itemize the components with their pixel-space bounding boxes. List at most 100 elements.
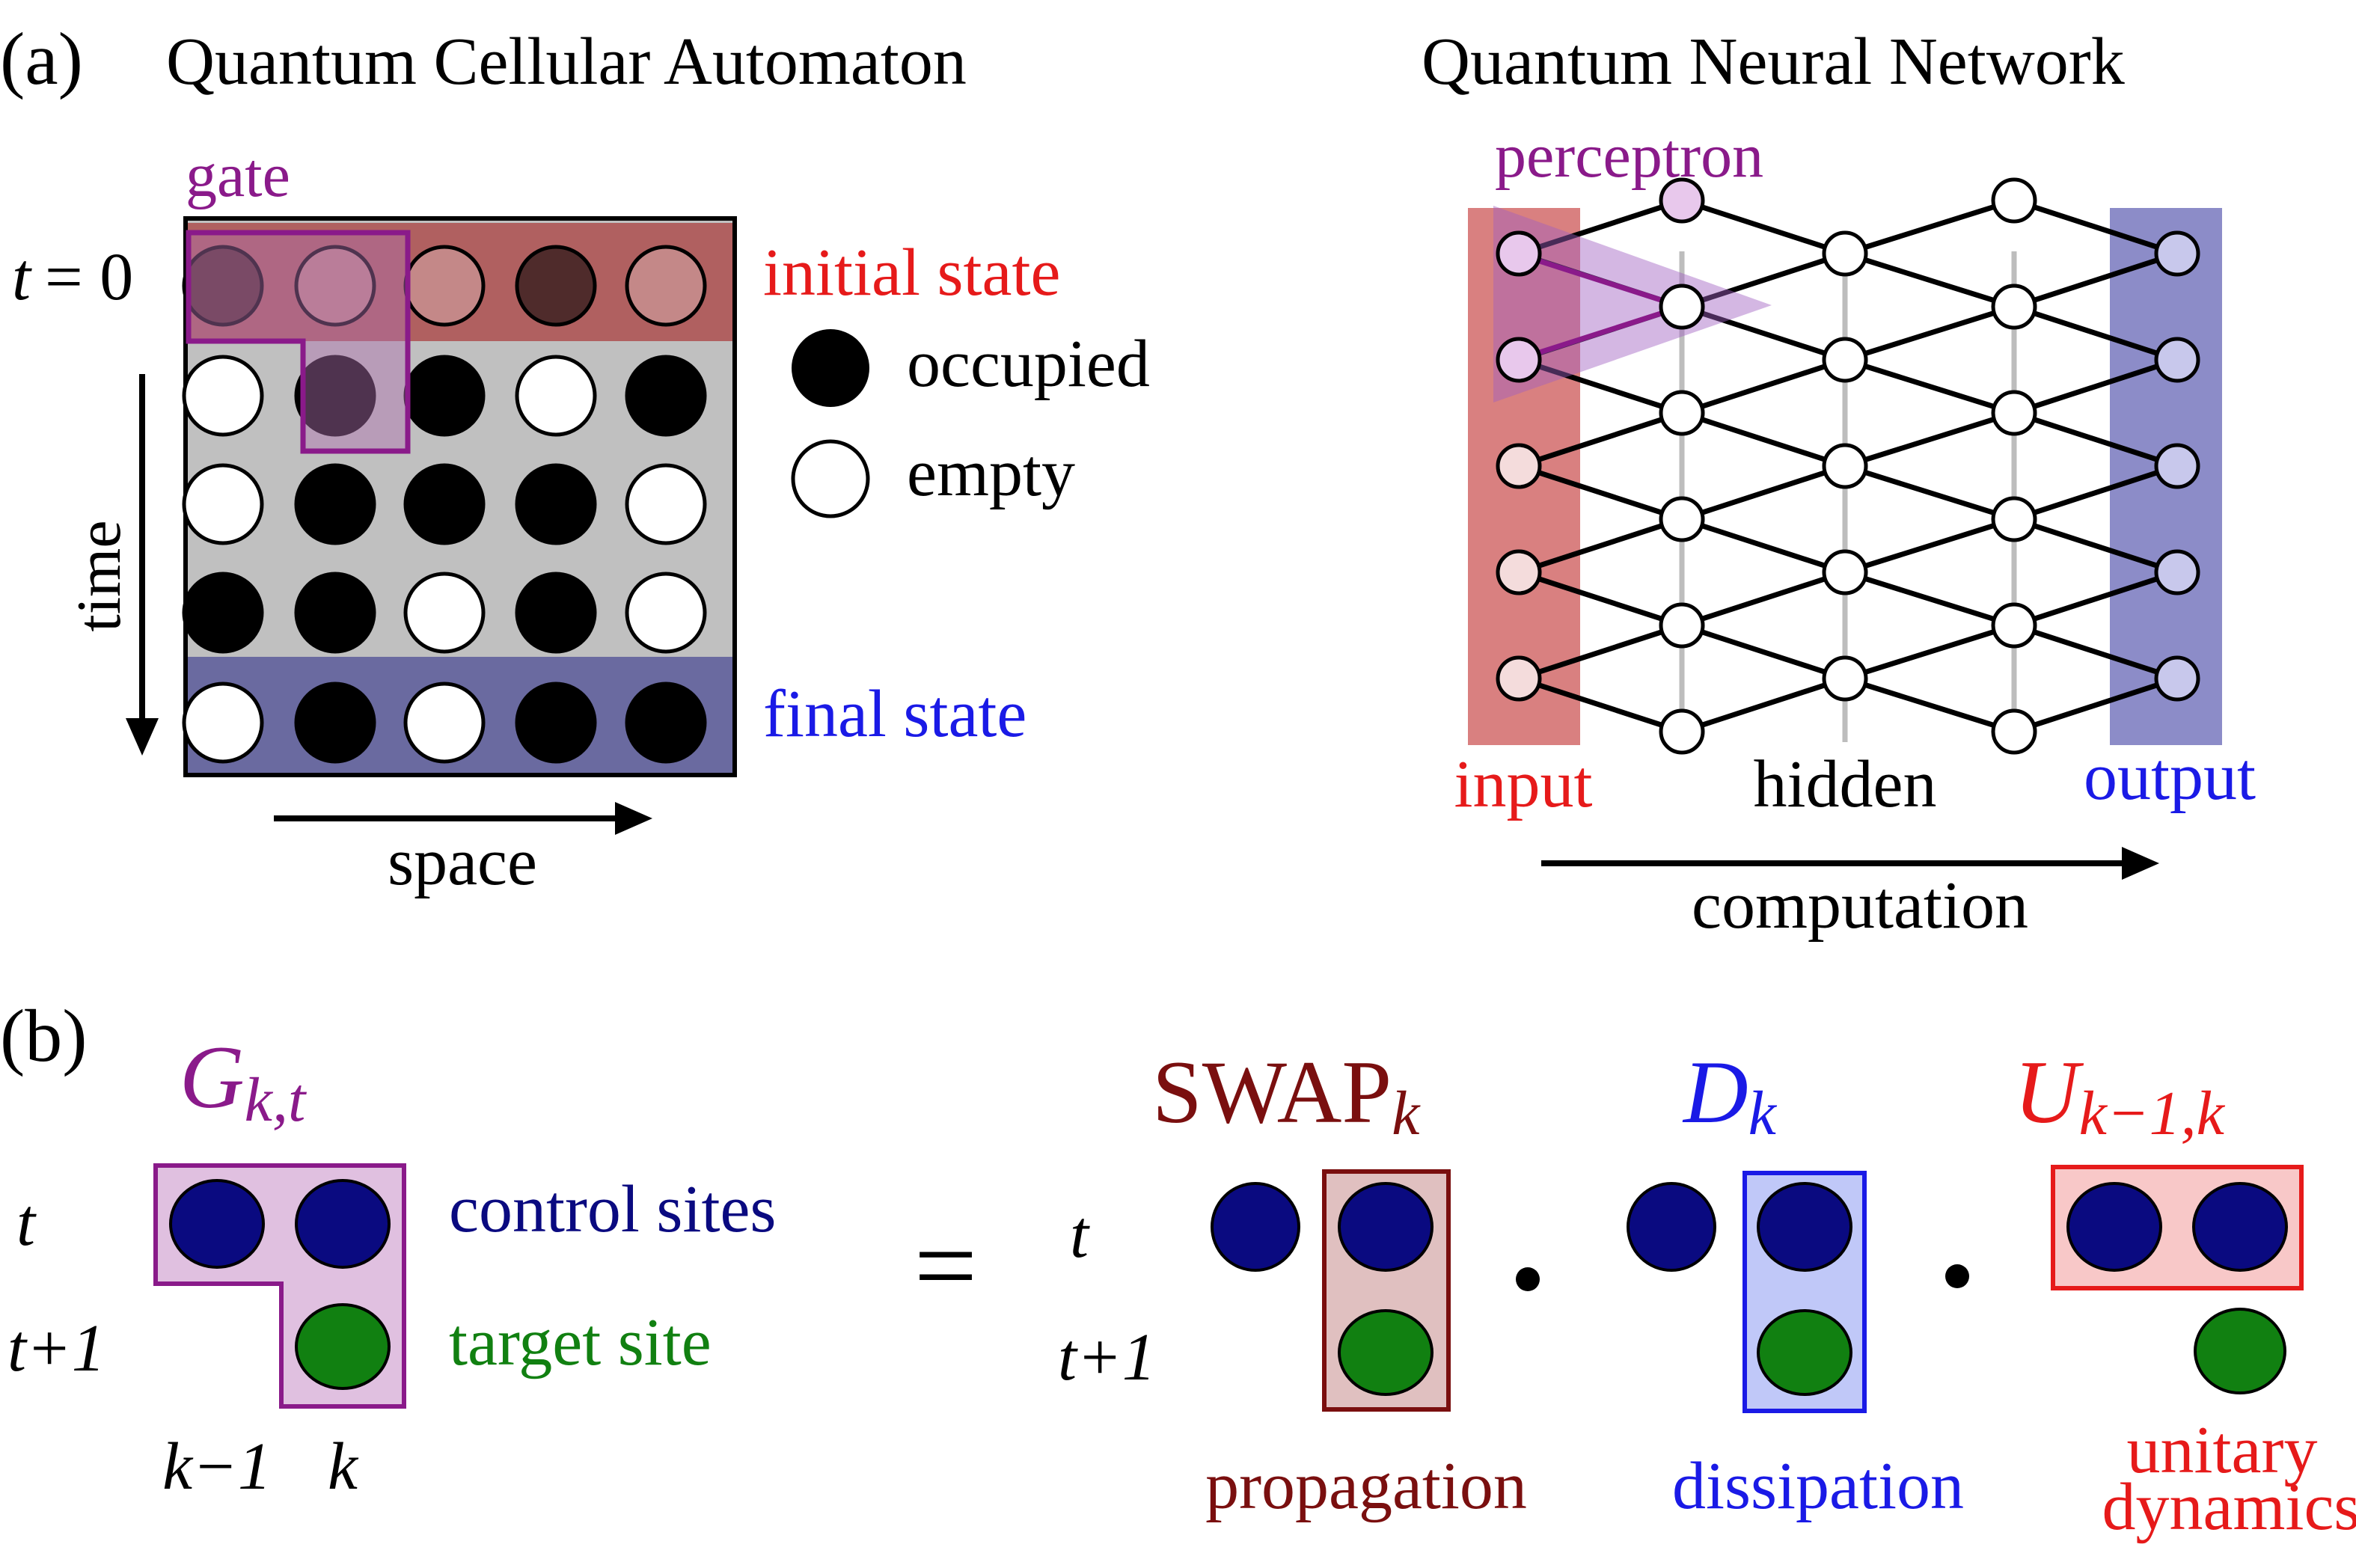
qnn-edge: [2013, 676, 2179, 735]
qnn-hidden-node: [1822, 655, 1868, 702]
legend-empty-label: empty: [907, 436, 1075, 510]
qca-cell-occupied: [515, 245, 597, 327]
qnn-output-node: [2154, 230, 2200, 277]
qnn-edge: [1844, 304, 2016, 363]
qca-cell-occupied: [294, 463, 376, 545]
qnn-hidden-node: [1659, 708, 1705, 755]
u-k-label: Uk−1,k: [2014, 1042, 2226, 1148]
qnn-edge: [1844, 676, 2016, 735]
qnn-edge: [2013, 251, 2179, 310]
qca-cell-occupied: [294, 682, 376, 764]
qnn-hidden-node: [1991, 390, 2037, 436]
dot-operator-1: [1516, 1267, 1540, 1291]
qca-cell-empty: [625, 245, 707, 327]
qca-cell-empty: [182, 682, 264, 764]
qnn-edge: [1844, 622, 2016, 682]
qca-cell-occupied: [403, 355, 486, 437]
qnn-output-node: [2154, 337, 2200, 383]
legend-occupied-label: occupied: [907, 327, 1150, 401]
qnn-hidden-node: [1659, 284, 1705, 330]
swap-control-left: [1211, 1182, 1300, 1272]
row-label-t-plus-1: t+1: [7, 1311, 105, 1385]
unitary-target: [2194, 1308, 2286, 1394]
qnn-hidden-node: [1991, 177, 2037, 224]
qnn-input-node: [1496, 549, 1542, 595]
qca-cell-occupied: [294, 355, 376, 437]
swap-control-right: [1338, 1182, 1434, 1272]
space-axis-arrow: [274, 802, 652, 835]
qca-cell-empty: [515, 355, 597, 437]
d-k-label: Dk: [1682, 1042, 1778, 1148]
output-label: output: [2084, 740, 2256, 814]
qca-cell-empty: [403, 245, 486, 327]
qnn-hidden-node: [1659, 177, 1705, 224]
computation-label: computation: [1692, 869, 2028, 943]
row-label-t: t: [16, 1186, 37, 1260]
qnn-hidden-node: [1991, 496, 2037, 542]
qca-cell-occupied: [294, 572, 376, 654]
qnn-hidden-node: [1659, 602, 1705, 649]
qnn-edge: [2013, 357, 2179, 416]
qnn-edge: [1844, 516, 2016, 575]
qca-cell-occupied: [625, 355, 707, 437]
dissipation-label: dissipation: [1672, 1449, 1964, 1523]
qnn-edge: [1517, 197, 1683, 257]
qnn-edge: [2013, 516, 2179, 575]
qnn-input-node: [1496, 337, 1542, 383]
qca-cell-empty: [182, 355, 264, 437]
qnn-edge: [2013, 410, 2179, 469]
qnn-edge: [1517, 463, 1683, 522]
propagation-label: propagation: [1205, 1449, 1527, 1523]
unitary-control-2: [2192, 1182, 2288, 1272]
qnn-hidden-node: [1822, 230, 1868, 277]
qca-cell-occupied: [625, 682, 707, 764]
dissipation-control-right: [1757, 1182, 1852, 1272]
qnn-edge: [2013, 463, 2179, 522]
qnn-edge: [1680, 304, 1846, 363]
qnn-hidden-node: [1822, 443, 1868, 489]
qnn-edge: [1844, 463, 2016, 522]
k-minus-1-label: k−1: [162, 1430, 272, 1504]
qnn-input-node: [1496, 230, 1542, 277]
qnn-output-node: [2154, 549, 2200, 595]
qnn-edge: [1844, 410, 2016, 469]
qnn-edge: [1680, 251, 1846, 310]
qca-cell-occupied: [515, 682, 597, 764]
perceptron-triangle: [1493, 206, 1772, 402]
qca-cell-occupied: [403, 463, 486, 545]
qnn-input-node: [1496, 655, 1542, 702]
perceptron-edges: [1517, 251, 1683, 362]
qnn-input-node: [1496, 443, 1542, 489]
qnn-edge: [1680, 516, 1846, 575]
t-equals-zero-value: = 0: [45, 240, 133, 314]
qnn-hidden-node: [1659, 390, 1705, 436]
qnn-nodes: [1496, 177, 2200, 755]
qnn-output-node: [2154, 443, 2200, 489]
qnn-edge: [2013, 622, 2179, 682]
qnn-edge: [1680, 676, 1846, 735]
qca-cell-empty: [403, 682, 486, 764]
gate-label: gate: [186, 141, 290, 210]
rhs-row-label-t: t: [1070, 1198, 1090, 1272]
qnn-edge: [1680, 410, 1846, 469]
qnn-title: Quantum Neural Network: [1422, 25, 2125, 99]
unitary-label-line-1: unitary: [2127, 1413, 2318, 1487]
qnn-edge: [1844, 569, 2016, 628]
t-equals-zero-t: t: [12, 240, 32, 314]
qca-cell-occupied: [182, 245, 264, 327]
final-state-label: final state: [763, 677, 1026, 751]
g-kt-label: Gk,t: [180, 1027, 307, 1135]
gate-outline: [186, 230, 411, 454]
qnn-edge: [1517, 569, 1683, 628]
dissipation-control-left: [1627, 1182, 1716, 1272]
qnn-edge: [1844, 251, 2016, 310]
qnn-edge: [1680, 463, 1846, 522]
qca-title: Quantum Cellular Automaton: [166, 25, 967, 99]
panel-b-label: (b): [0, 994, 88, 1077]
dot-operator-2: [1945, 1264, 1969, 1288]
qnn-edge: [1680, 569, 1846, 628]
qnn-hidden-node: [1822, 337, 1868, 383]
qnn-edge: [1844, 197, 2016, 257]
unitary-label-line-2: dynamics: [2102, 1470, 2356, 1544]
